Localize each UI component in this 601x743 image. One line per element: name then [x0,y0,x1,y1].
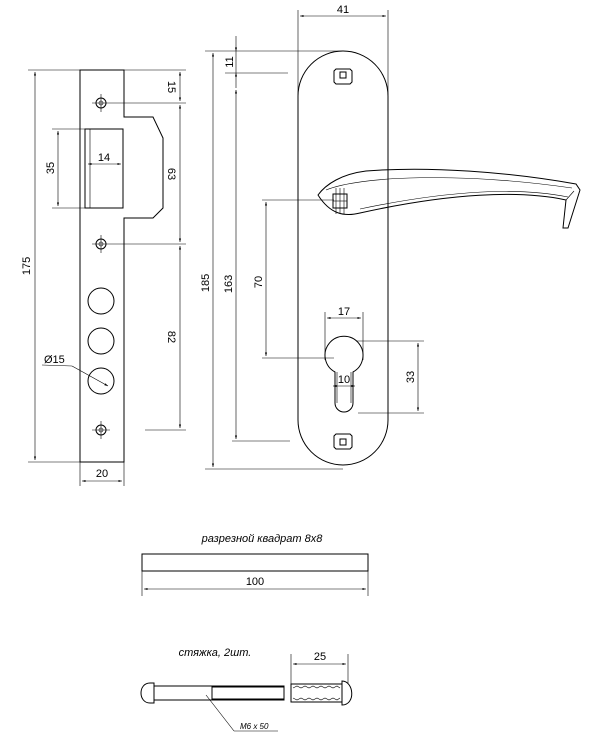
dim-41: 41 [337,4,349,16]
large-hole-3 [87,367,115,395]
dim-175: 175 [21,257,33,275]
dim-70: 70 [253,276,265,288]
dim-63: 63 [165,168,177,180]
dim-11: 11 [224,56,236,67]
dim-10: 10 [338,374,350,386]
square-bar-caption: разрезной квадрат 8х8 [201,533,324,545]
screw-hole-bottom [92,421,110,439]
dim-20: 20 [96,468,108,480]
screw-hole-middle [92,235,110,253]
dim-33: 33 [405,371,417,383]
tie-bolt: стяжка, 2шт. 25 М6 х 50 [140,647,353,732]
screw-hole-top [92,94,110,112]
dim-14: 14 [98,152,110,164]
dim-82: 82 [165,331,177,343]
dim-15: 15 [165,81,177,93]
plate-screw-top [333,68,353,85]
tie-bolt-caption: стяжка, 2шт. [179,647,252,659]
lever-handle [317,168,581,229]
tie-bolt-length: 25 [314,651,326,663]
handle-plate: 41 11 185 163 70 [200,4,581,470]
square-bar: разрезной квадрат 8х8 100 [141,533,369,596]
dim-diameter-15: Ø15 [44,354,65,366]
dim-185: 185 [200,274,212,292]
plate-screw-bottom [333,433,353,450]
large-hole-1 [87,287,115,315]
dim-163: 163 [223,275,235,293]
dim-17: 17 [338,306,350,318]
dim-35: 35 [45,162,57,174]
square-bar-length: 100 [246,576,264,588]
large-hole-2 [87,327,115,355]
tie-bolt-thread: М6 х 50 [240,722,269,731]
strike-plate: 175 35 14 [21,69,186,486]
